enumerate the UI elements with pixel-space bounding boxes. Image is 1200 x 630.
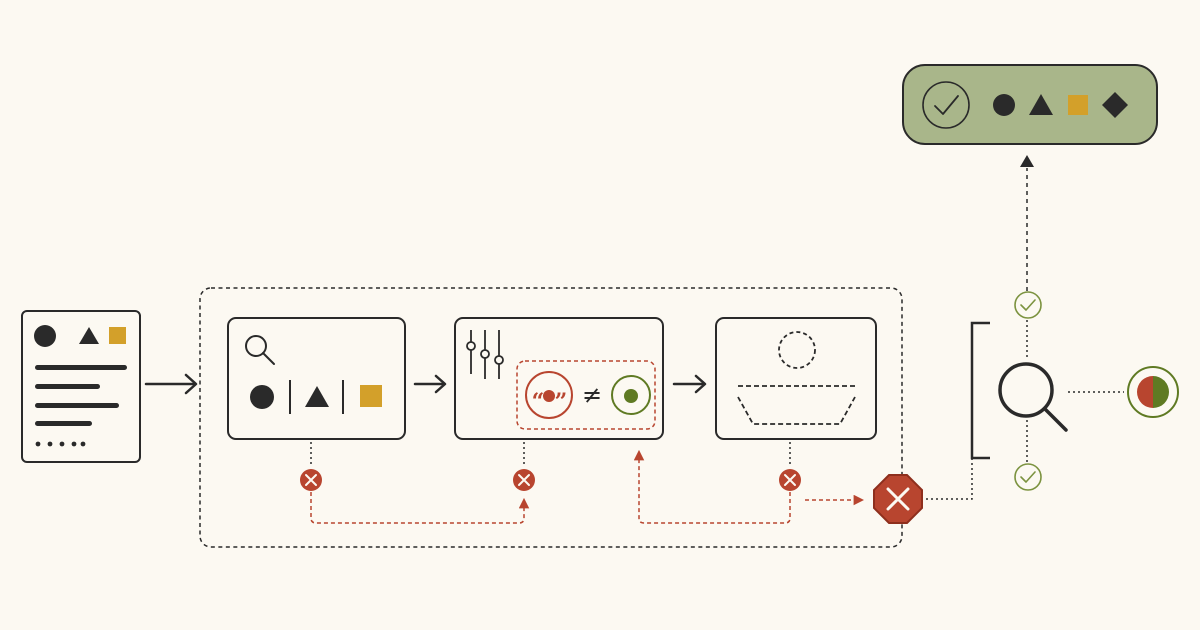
extract-square-icon bbox=[360, 385, 382, 407]
feedback-arrow-fill-to-compare bbox=[633, 449, 791, 524]
stage-fill-frame bbox=[715, 317, 877, 440]
input-circle-icon bbox=[34, 325, 56, 347]
octagon-x-icon bbox=[873, 474, 923, 524]
x-circle-icon bbox=[513, 469, 535, 491]
output-diamond-icon bbox=[1102, 92, 1128, 118]
input-triangle-icon bbox=[79, 327, 99, 344]
review-bracket bbox=[970, 321, 990, 460]
arrow-input-to-pipeline bbox=[144, 373, 198, 395]
output-square-icon bbox=[1068, 95, 1088, 115]
quoted-token-icon: “ ” bbox=[525, 371, 573, 419]
output-panel bbox=[902, 64, 1158, 145]
x-circle-icon bbox=[300, 469, 322, 491]
check-circle-icon bbox=[1014, 463, 1042, 491]
document-ellipsis-icon bbox=[35, 441, 86, 447]
input-square-icon bbox=[109, 327, 126, 344]
stage-compare-card: “ ” ≠ bbox=[454, 317, 664, 440]
comparison-region bbox=[516, 360, 656, 430]
feedback-arrow-extract-to-compare bbox=[310, 492, 530, 524]
quote-open: “ bbox=[532, 389, 545, 415]
document-text-line-2 bbox=[35, 384, 100, 389]
document-text-line-3 bbox=[35, 403, 119, 408]
magnifier-icon bbox=[245, 335, 275, 365]
slider-controls-icon bbox=[466, 330, 504, 379]
input-document-card bbox=[21, 310, 141, 463]
pipeline-container bbox=[199, 287, 903, 548]
stage-extract-frame bbox=[227, 317, 406, 440]
document-text-line-4 bbox=[35, 421, 92, 426]
output-panel-frame bbox=[902, 64, 1158, 145]
empty-container-icon bbox=[737, 396, 856, 425]
arrow-stage1-to-stage2 bbox=[413, 374, 447, 394]
x-circle-icon bbox=[779, 469, 801, 491]
output-arrowhead bbox=[1020, 155, 1034, 167]
stage-compare-frame bbox=[454, 317, 664, 440]
output-triangle-icon bbox=[1029, 94, 1053, 115]
success-check-icon bbox=[922, 81, 970, 129]
stage-fill-card bbox=[715, 317, 877, 440]
connector-stop-to-review bbox=[926, 458, 973, 500]
error-connectors bbox=[310, 442, 791, 467]
check-circle-icon bbox=[1014, 291, 1042, 319]
half-circle-icon bbox=[1127, 366, 1179, 418]
stage-extract-card bbox=[227, 317, 406, 440]
extract-triangle-icon bbox=[305, 386, 329, 407]
verify-magnifier-icon bbox=[998, 362, 1068, 432]
target-token-icon bbox=[611, 375, 651, 415]
arrow-stage2-to-stage3 bbox=[672, 374, 707, 394]
document-text-line-1 bbox=[35, 365, 127, 370]
output-circle-icon bbox=[993, 94, 1015, 116]
quote-close: ” bbox=[555, 389, 568, 415]
not-equal-symbol: ≠ bbox=[582, 381, 602, 409]
extract-circle-icon bbox=[250, 385, 274, 409]
empty-slot-icon bbox=[778, 331, 816, 369]
